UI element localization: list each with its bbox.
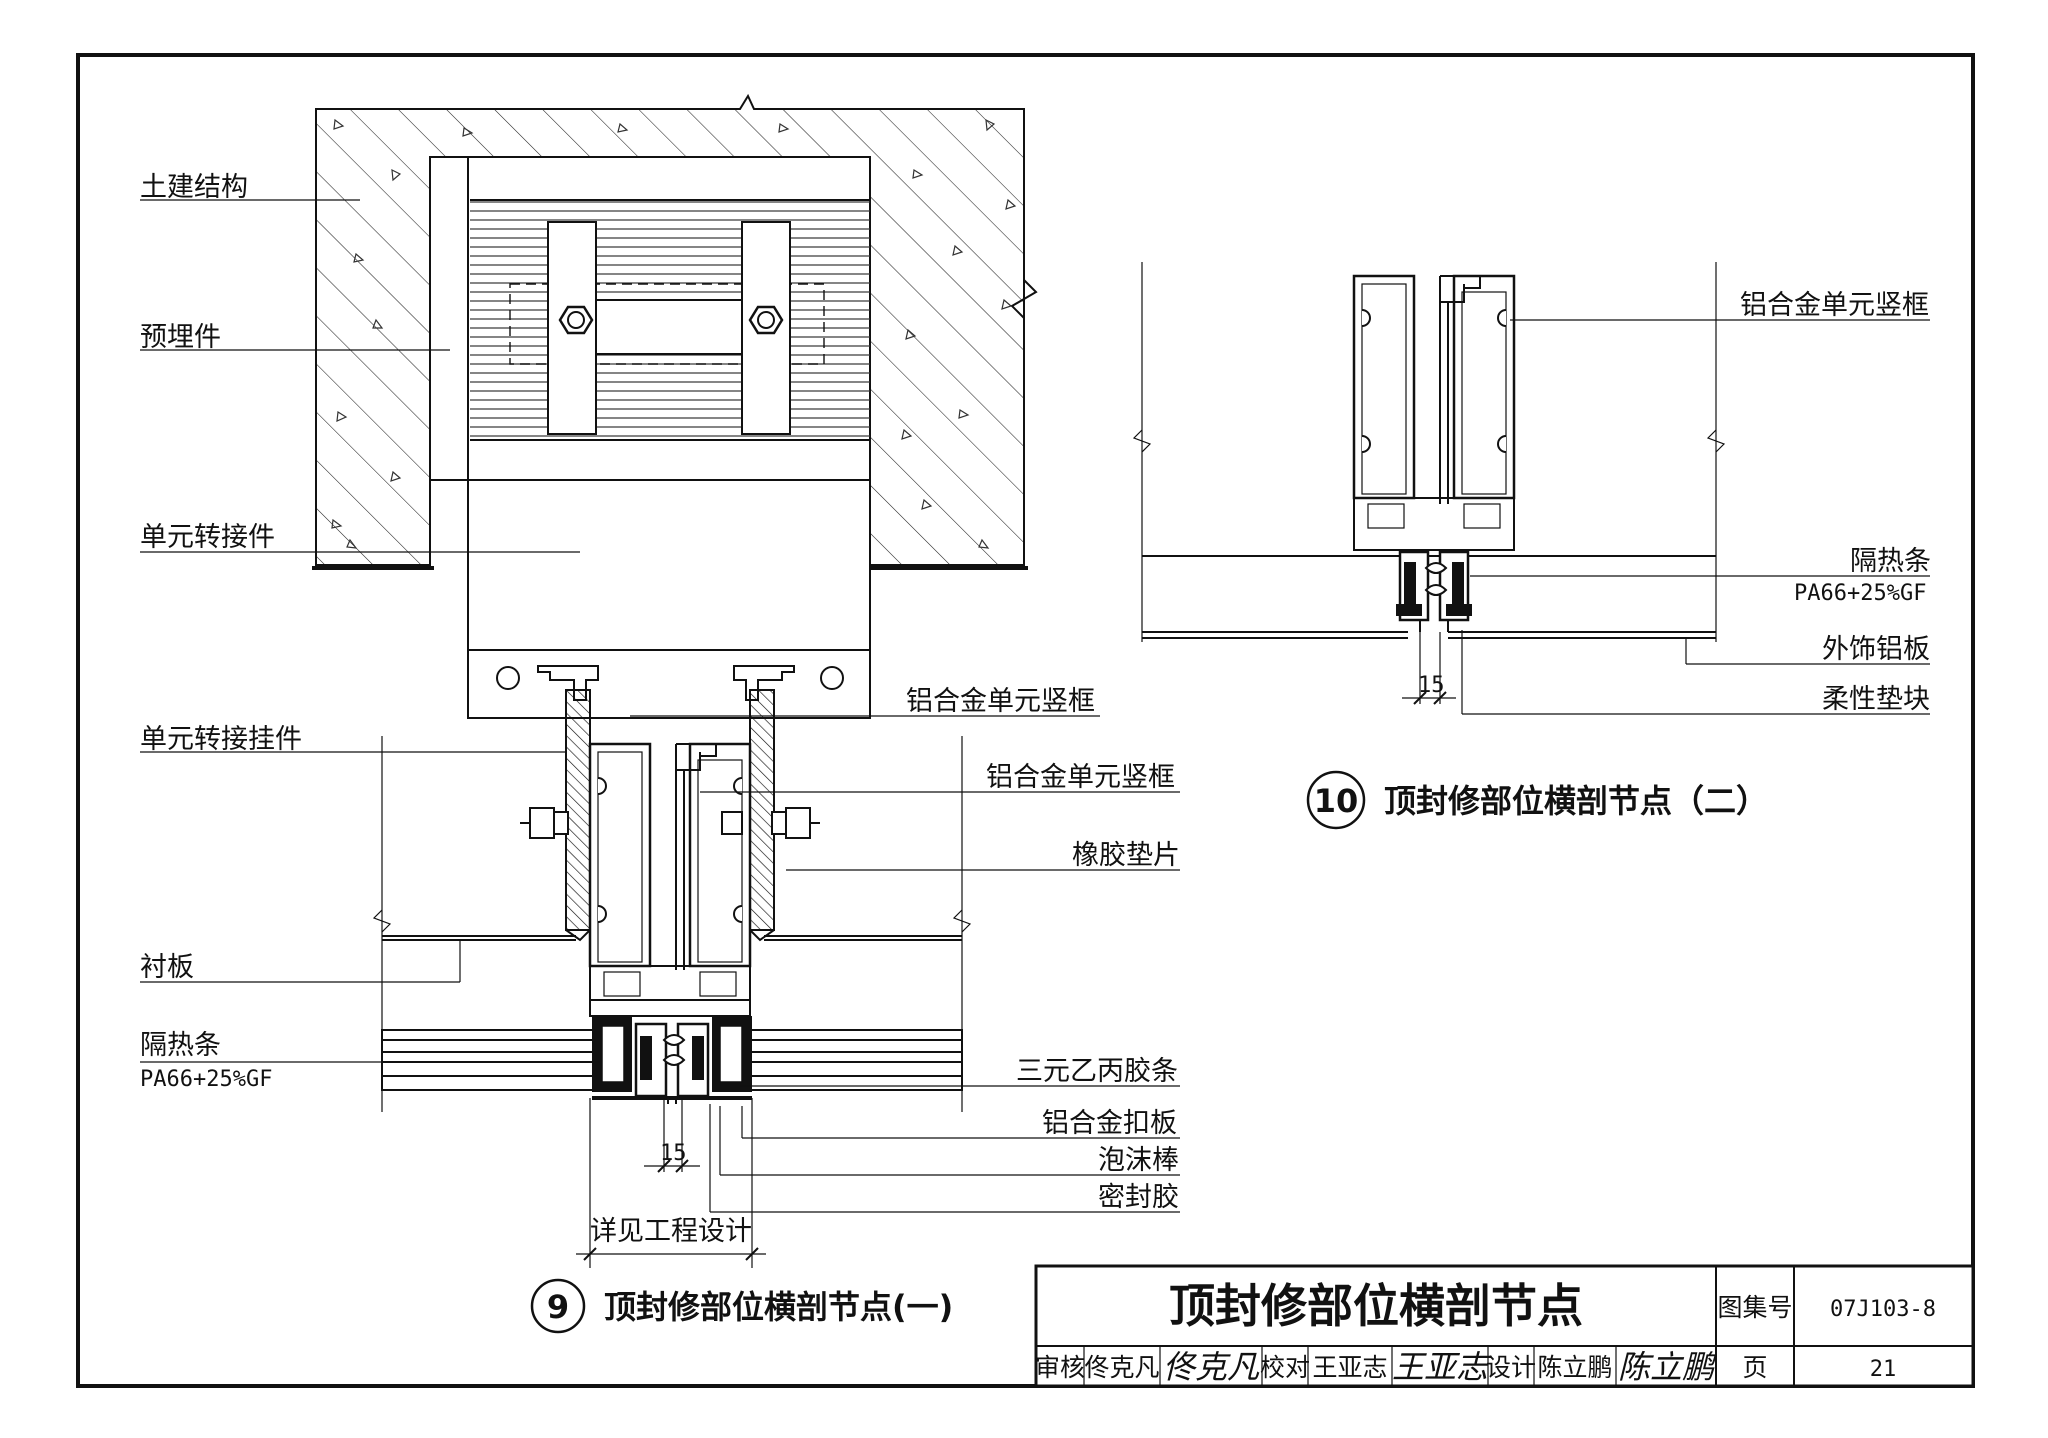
label-unit-adapter: 单元转接件 [140, 522, 275, 553]
thermal-break-assembly [592, 1016, 752, 1104]
title-block: 顶封修部位横剖节点 图集号 07J103-8 页 21 审核 佟克凡 佟克凡 校… [1034, 1264, 1975, 1388]
detail-10-number: 10 [1314, 782, 1359, 820]
label-al-panel-10: 外饰铝板 [1822, 634, 1930, 665]
panel-lines [1132, 262, 1726, 642]
see-design-text: 详见工程设计 [590, 1216, 752, 1247]
label-rubber-pad: 橡胶垫片 [1072, 840, 1180, 871]
label-cover-plate: 铝合金扣板 [1042, 1108, 1177, 1139]
embed-plate [467, 156, 871, 481]
dimension-15: 15 [644, 1098, 700, 1173]
thermal-break-10 [1396, 550, 1472, 632]
label-thermal-spec: PA66+25%GF [140, 1067, 272, 1092]
atlas-label: 图集号 [1717, 1293, 1792, 1322]
sheet-title: 顶封修部位横剖节点 [1169, 1279, 1583, 1333]
label-mullion: 铝合金单元竖框 [986, 762, 1175, 793]
leaders-9 [140, 199, 1180, 1213]
design-label: 设计 [1486, 1353, 1536, 1382]
label-epdm: 三元乙丙胶条 [1016, 1056, 1178, 1087]
dimension-15-10: 15 [1402, 632, 1456, 705]
label-thermal-break-10: 隔热条 [1850, 546, 1931, 577]
designer-signature: 陈立鹏 [1618, 1348, 1717, 1386]
designer-name: 陈立鹏 [1537, 1353, 1612, 1382]
checker-signature: 王亚志 [1392, 1348, 1492, 1386]
aluminium-mullion [588, 742, 752, 1017]
through-bolts [520, 807, 820, 839]
unit-adapter [467, 479, 871, 719]
page-number: 21 [1870, 1357, 1897, 1382]
aggregate-marks [331, 118, 1017, 549]
caption-10: 10 顶封修部位横剖节点（二） [1306, 770, 1768, 830]
sheet-border [76, 53, 1975, 1388]
label-thermal-spec-10: PA66+25%GF [1794, 581, 1926, 606]
reviewer-signature: 佟克凡 [1163, 1348, 1260, 1386]
label-mullion-top: 铝合金单元竖框 [906, 686, 1095, 717]
detail-10: 15 铝合金单元竖框 隔热条 PA66+25%GF 外饰铝板 柔性垫块 10 顶… [1132, 262, 1931, 830]
label-mullion-10: 铝合金单元竖框 [1740, 290, 1929, 321]
check-label: 校对 [1260, 1353, 1310, 1382]
reviewer-name: 佟克凡 [1084, 1353, 1159, 1382]
label-soft-block-10: 柔性垫块 [1822, 684, 1930, 715]
checker-name: 王亚志 [1312, 1353, 1387, 1382]
dim-15-text: 15 [660, 1141, 687, 1166]
label-foam-rod: 泡沫棒 [1098, 1145, 1179, 1176]
aluminium-mullion-10 [1352, 274, 1516, 551]
review-label: 审核 [1035, 1353, 1085, 1382]
dim-15-text-10: 15 [1418, 673, 1445, 698]
detail-9-number: 9 [547, 1288, 569, 1326]
anchor-bolt-right [748, 305, 784, 335]
label-liner: 衬板 [140, 952, 194, 983]
unit-hanger [565, 689, 775, 942]
anchor-bolt-left [558, 305, 594, 335]
page-label: 页 [1742, 1353, 1767, 1382]
detail-9-caption: 顶封修部位横剖节点(一) [604, 1288, 953, 1326]
label-embed: 预埋件 [140, 322, 221, 353]
label-unit-hanger: 单元转接挂件 [140, 724, 302, 755]
dimension-see-design: 详见工程设计 [576, 1098, 766, 1268]
label-sealant: 密封胶 [1098, 1182, 1179, 1213]
leaders-10 [1461, 319, 1930, 715]
label-thermal-break: 隔热条 [140, 1030, 221, 1061]
detail-9: 15 详见工程设计 [140, 93, 1180, 1334]
label-civil-structure: 土建结构 [140, 172, 248, 203]
atlas-number: 07J103-8 [1830, 1297, 1936, 1322]
caption-9: 9 顶封修部位横剖节点(一) [530, 1278, 953, 1334]
detail-10-caption: 顶封修部位横剖节点（二） [1384, 782, 1768, 820]
